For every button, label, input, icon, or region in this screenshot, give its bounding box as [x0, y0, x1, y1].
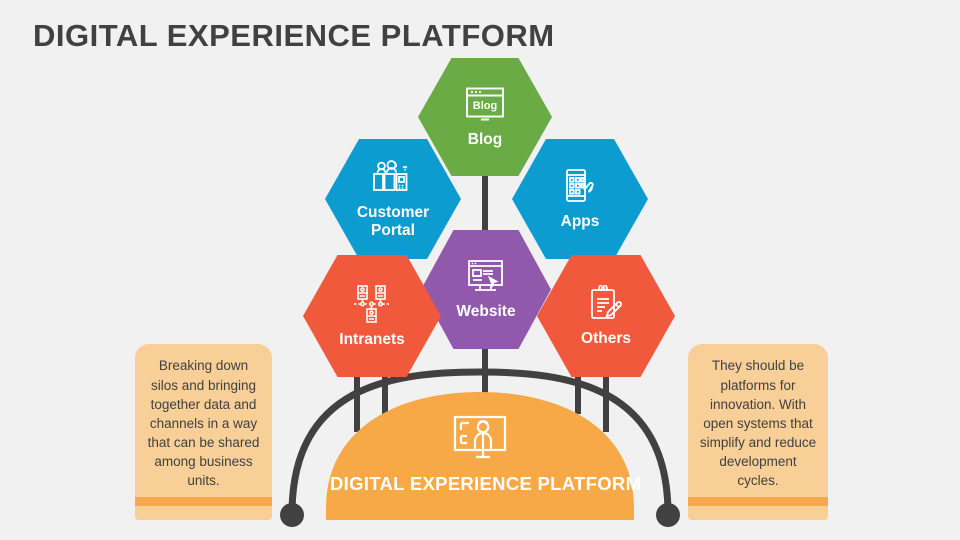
svg-text:Blog: Blog [473, 100, 497, 112]
note-card-left-text: Breaking down silos and bringing togethe… [147, 358, 260, 489]
node-website-label: Website [456, 302, 516, 320]
note-card-left-footer [135, 506, 272, 520]
node-intranets[interactable]: Intranets [303, 255, 441, 377]
arc-endpoint-dot-right [656, 503, 680, 527]
customer-kiosk-people-icon [369, 158, 417, 196]
note-card-right: They should be platforms for innovation.… [688, 344, 828, 520]
node-others-label: Others [581, 329, 631, 347]
node-intranets-label: Intranets [339, 330, 405, 348]
node-apps[interactable]: Apps [512, 139, 648, 259]
base-label: DIGITAL EXPERIENCE PLATFORM [330, 473, 642, 494]
page-title: DIGITAL EXPERIENCE PLATFORM [33, 18, 555, 53]
browser-window-blog-icon: Blog [464, 86, 506, 122]
base-arc [288, 368, 672, 518]
note-card-right-footer [688, 506, 828, 520]
note-card-right-accent-bar [688, 497, 828, 506]
node-apps-label: Apps [560, 212, 600, 230]
arc-endpoint-dot-left [280, 503, 304, 527]
clipboard-pencil-icon [587, 283, 625, 323]
node-others[interactable]: Others [537, 255, 675, 377]
note-card-left: Breaking down silos and bringing togethe… [135, 344, 272, 520]
node-customer-portal-label: Customer Portal [356, 204, 430, 239]
monitor-cursor-icon [465, 259, 507, 295]
person-on-monitor-icon [452, 414, 508, 466]
mobile-app-hand-icon [560, 168, 600, 206]
note-card-right-text: They should be platforms for innovation.… [699, 358, 817, 489]
server-network-icon [350, 284, 394, 324]
node-blog-label: Blog [467, 130, 503, 148]
note-card-left-accent-bar [135, 497, 272, 506]
base-dome-foot [326, 498, 634, 520]
